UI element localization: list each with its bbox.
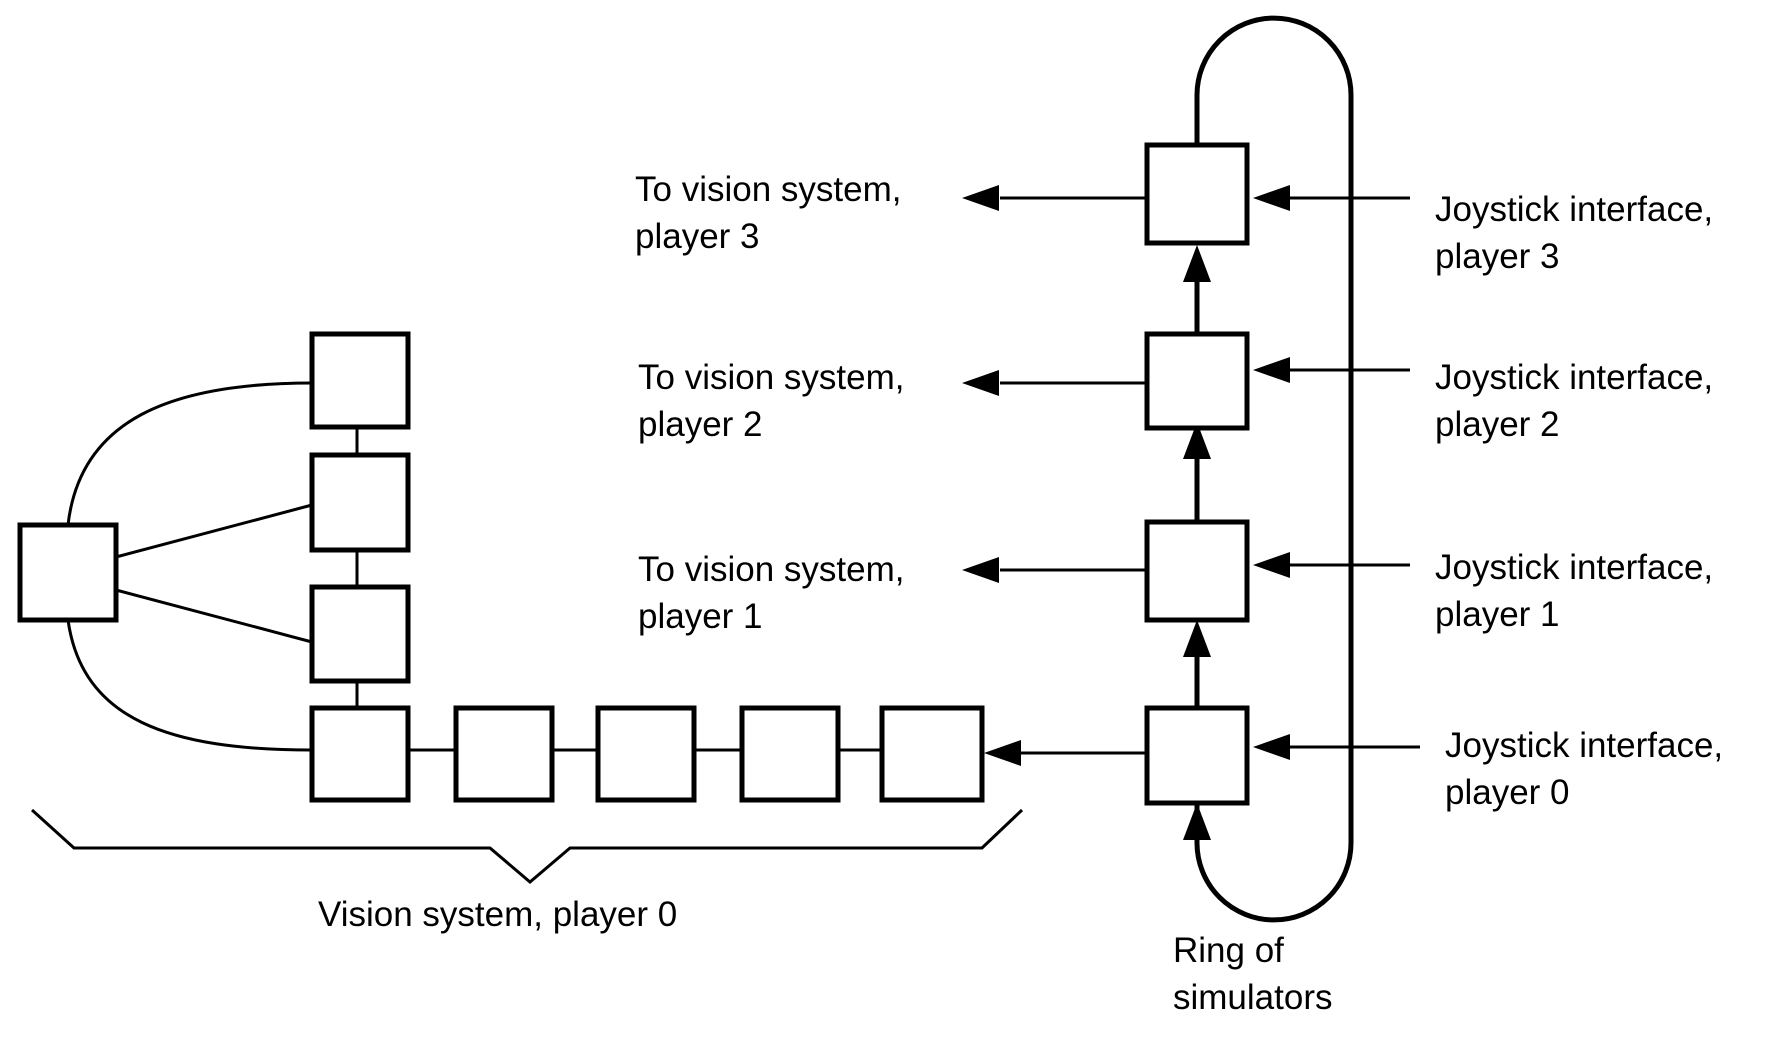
- joystick-arrow-player-3: [1253, 185, 1290, 211]
- vision-node-row-4: [739, 705, 841, 803]
- simulator-node-player-1: [1144, 519, 1250, 623]
- hub-link-upper: [115, 503, 313, 559]
- output-arrow-player-2: [962, 370, 999, 396]
- simulator-node-player-0: [1144, 705, 1250, 806]
- vision-output-label-player-1: To vision system, player 1: [638, 546, 904, 640]
- label-line: player 3: [635, 217, 760, 256]
- vision-node-row-2: [453, 705, 555, 803]
- label-line: Ring of: [1173, 931, 1284, 970]
- ring-arrow-1-2: [1183, 422, 1211, 459]
- vision-output-label-player-3: To vision system, player 3: [635, 166, 901, 260]
- label-line: player 1: [638, 597, 763, 636]
- label-line: Joystick interface,: [1435, 548, 1714, 587]
- label-line: player 0: [1445, 773, 1570, 812]
- vision-system-label-player-0: Vision system, player 0: [318, 891, 677, 938]
- ring-arrow-0-1: [1183, 620, 1211, 657]
- output-arrow-player-3: [962, 185, 999, 211]
- hub-node: [17, 522, 119, 623]
- vision-node-column-2: [309, 452, 411, 553]
- hub-link-lower: [115, 588, 313, 644]
- ring-of-simulators-label: Ring of simulators: [1173, 927, 1332, 1021]
- label-line: Joystick interface,: [1435, 358, 1714, 397]
- joystick-arrow-player-2: [1253, 357, 1290, 383]
- ring-arrow-2-3: [1183, 245, 1211, 282]
- label-line: To vision system,: [635, 170, 902, 209]
- joystick-arrow-player-0: [1253, 734, 1290, 760]
- label-line: player 2: [638, 405, 763, 444]
- simulator-node-player-2: [1144, 331, 1250, 431]
- ring-loop: [1194, 15, 1354, 923]
- hub-top-curve: [66, 381, 313, 526]
- label-line: To vision system,: [638, 358, 905, 397]
- simulator-node-player-3: [1144, 142, 1250, 246]
- vision-node-row-1: [309, 705, 411, 803]
- label-line: player 3: [1435, 237, 1560, 276]
- vision-node-row-5: [879, 705, 985, 803]
- vision-node-column-3: [309, 584, 411, 684]
- vision-output-label-player-2: To vision system, player 2: [638, 354, 904, 448]
- label-line: Joystick interface,: [1435, 190, 1714, 229]
- ring-entry-arrow: [1183, 803, 1211, 840]
- joystick-label-player-1: Joystick interface, player 1: [1435, 544, 1713, 638]
- vision-node-row-3: [595, 705, 697, 803]
- label-line: player 2: [1435, 405, 1560, 444]
- vision-node-column-1: [309, 331, 411, 430]
- output-arrow-player-1: [962, 557, 999, 583]
- joystick-label-player-2: Joystick interface, player 2: [1435, 354, 1713, 448]
- label-line: player 1: [1435, 595, 1560, 634]
- joystick-arrow-player-1: [1253, 552, 1290, 578]
- hub-bottom-curve: [66, 619, 313, 752]
- label-line: Joystick interface,: [1445, 726, 1724, 765]
- joystick-label-player-0: Joystick interface, player 0: [1445, 722, 1723, 816]
- joystick-label-player-3: Joystick interface, player 3: [1435, 186, 1713, 280]
- label-line: To vision system,: [638, 550, 905, 589]
- vision-brace: [30, 808, 1024, 884]
- label-line: Vision system, player 0: [318, 895, 678, 934]
- label-line: simulators: [1173, 978, 1333, 1017]
- output-arrow-player-0: [984, 740, 1021, 766]
